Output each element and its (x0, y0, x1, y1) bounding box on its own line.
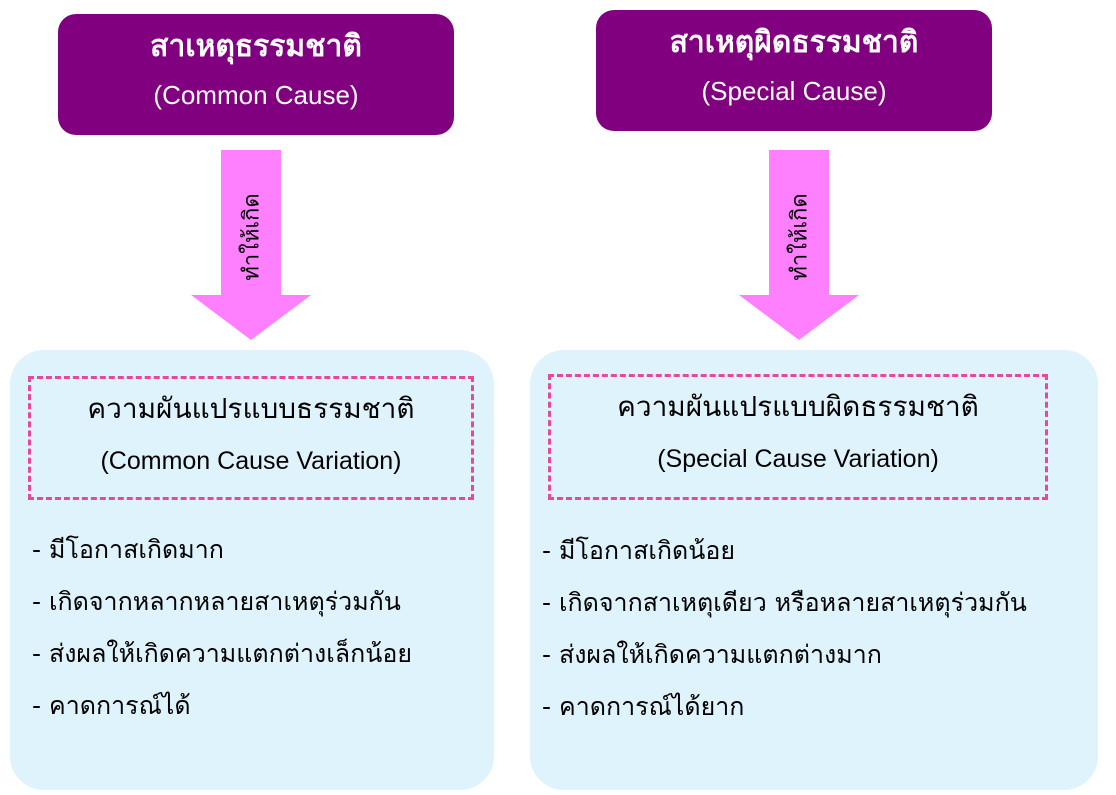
special-variation-box: ความผันแปรแบบผิดธรรมชาติ (Special Cause … (548, 374, 1048, 500)
special-variation-english-title: (Special Cause Variation) (657, 445, 939, 473)
common-variation-english-title: (Common Cause Variation) (100, 447, 402, 475)
down-arrow-icon (739, 150, 859, 340)
common-traits-list: - มีโอกาสเกิดมาก - เกิดจากหลากหลายสาเหตุ… (32, 535, 412, 743)
common-cause-arrow: ทำให้เกิด (191, 150, 311, 340)
common-cause-thai-title: สาเหตุธรรมชาติ (150, 29, 362, 64)
special-cause-box: สาเหตุผิดธรรมชาติ (Special Cause) (596, 10, 992, 131)
list-item: - ส่งผลให้เกิดความแตกต่างเล็กน้อย (32, 639, 413, 668)
list-item: - มีโอกาสเกิดมาก (32, 535, 224, 564)
common-cause-box: สาเหตุธรรมชาติ (Common Cause) (58, 14, 454, 135)
list-item: - มีโอกาสเกิดน้อย (542, 536, 735, 565)
special-variation-thai-title: ความผันแปรแบบผิดธรรมชาติ (617, 390, 979, 423)
special-cause-thai-title: สาเหตุผิดธรรมชาติ (669, 25, 919, 60)
special-arrow-label: ทำให้เกิด (787, 193, 813, 282)
list-item: - ส่งผลให้เกิดความแตกต่างมาก (542, 640, 882, 669)
special-effect-panel: ความผันแปรแบบผิดธรรมชาติ (Special Cause … (530, 350, 1098, 790)
common-variation-box: ความผันแปรแบบธรรมชาติ (Common Cause Vari… (28, 376, 474, 500)
common-effect-panel: ความผันแปรแบบธรรมชาติ (Common Cause Vari… (10, 350, 494, 790)
special-traits-list: - มีโอกาสเกิดน้อย - เกิดจากสาเหตุเดียว ห… (542, 536, 1027, 744)
common-cause-english-title: (Common Cause) (153, 80, 359, 110)
special-cause-english-title: (Special Cause) (701, 76, 887, 106)
list-item: - คาดการณ์ได้ (32, 691, 191, 720)
list-item: - เกิดจากสาเหตุเดียว หรือหลายสาเหตุร่วมก… (542, 588, 1027, 617)
down-arrow-icon (191, 150, 311, 340)
list-item: - คาดการณ์ได้ยาก (542, 692, 745, 721)
common-variation-thai-title: ความผันแปรแบบธรรมชาติ (87, 392, 415, 425)
common-arrow-label: ทำให้เกิด (239, 193, 265, 282)
list-item: - เกิดจากหลากหลายสาเหตุร่วมกัน (32, 587, 401, 616)
special-cause-arrow: ทำให้เกิด (739, 150, 859, 340)
